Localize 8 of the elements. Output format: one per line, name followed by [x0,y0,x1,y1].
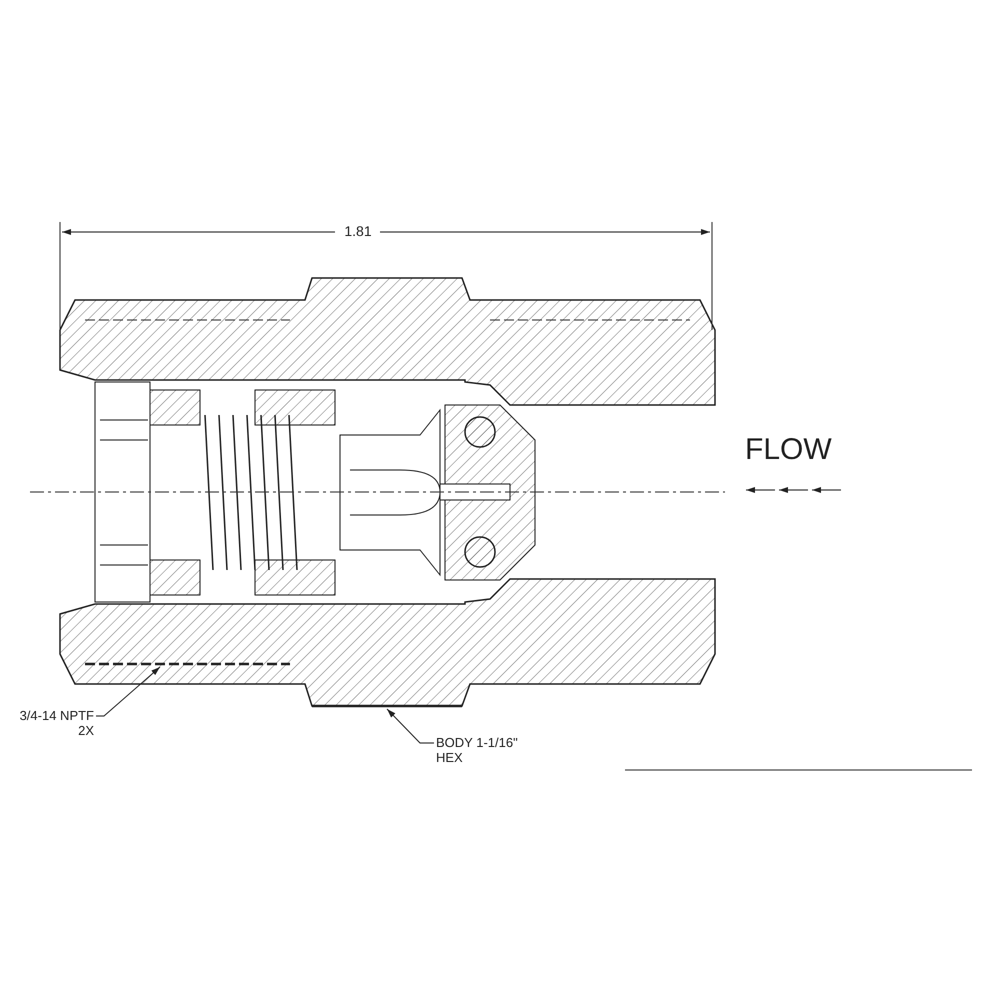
flow-label: FLOW [745,433,832,467]
leader-line [96,666,160,716]
callout-label: BODY 1-1/16" HEX [436,735,518,765]
pipe-thread [85,662,290,666]
dimension-value: 1.81 [343,224,373,239]
hex-flat [312,704,462,708]
leader-line [386,708,434,744]
callout-label: 3/4-14 NPTF 2X [10,708,94,738]
